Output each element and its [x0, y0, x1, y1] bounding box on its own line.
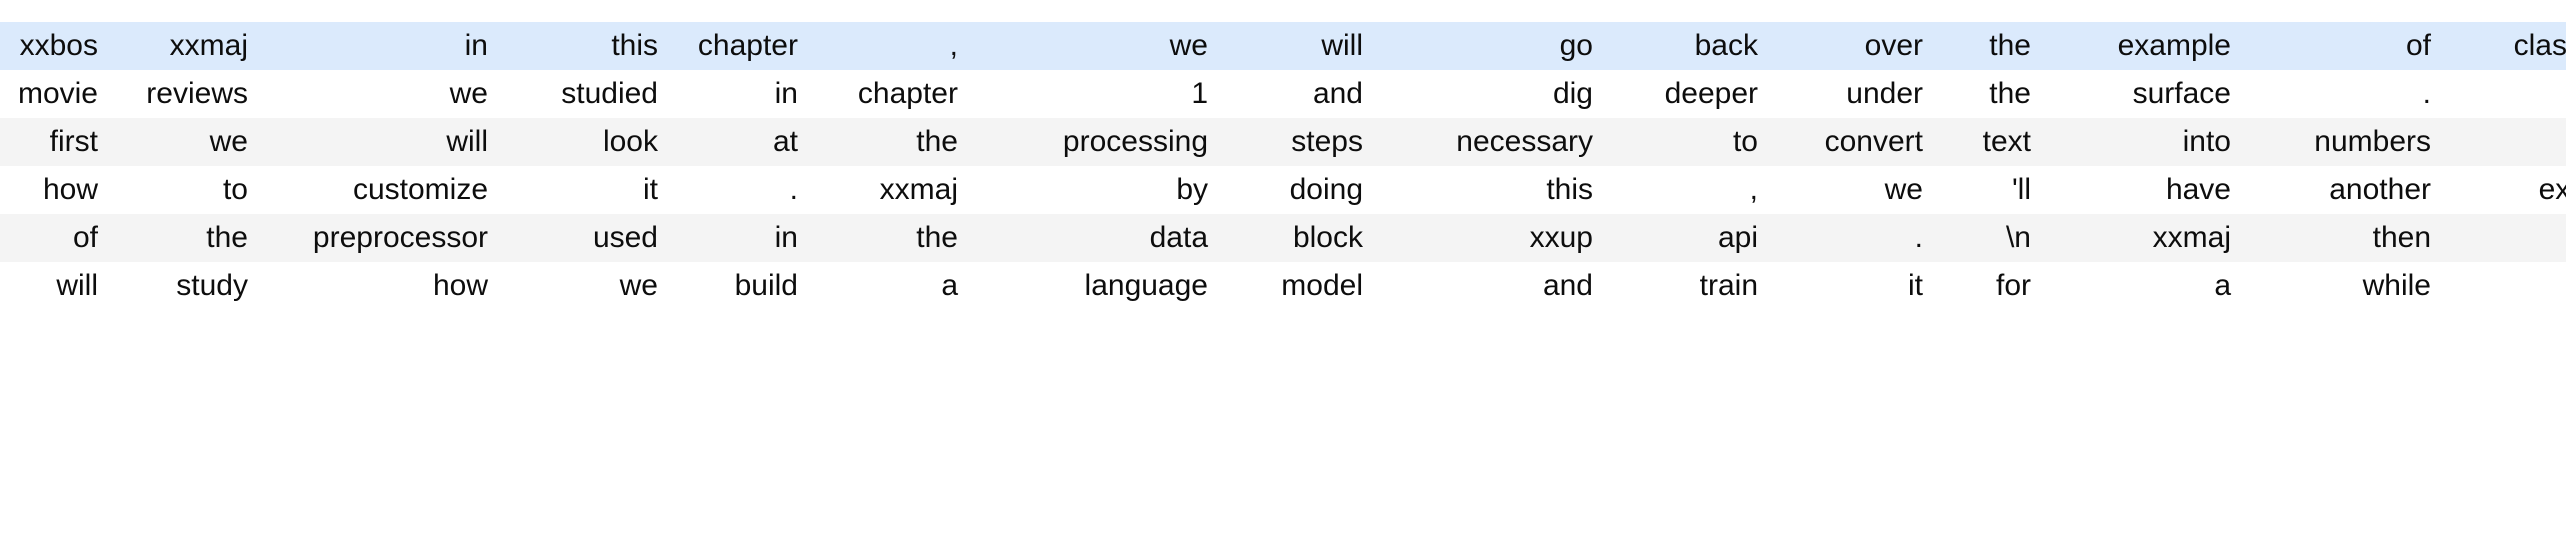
token-cell: the [1937, 22, 2045, 70]
token-cell: in [262, 22, 502, 70]
token-cell: , [1607, 166, 1772, 214]
token-cell: studied [502, 70, 672, 118]
token-cell: for [1937, 262, 2045, 310]
token-cell: in [672, 70, 812, 118]
token-cell: we [262, 70, 502, 118]
token-cell: build [672, 262, 812, 310]
token-cell: . [2445, 262, 2566, 310]
token-cell: into [2045, 118, 2245, 166]
token-cell: deeper [1607, 70, 1772, 118]
token-cell: over [1772, 22, 1937, 70]
token-cell: the [1937, 70, 2045, 118]
token-cell: surface [2045, 70, 2245, 118]
token-cell: in [672, 214, 812, 262]
token-cell: convert [1772, 118, 1937, 166]
token-cell: xxup [1377, 214, 1607, 262]
token-cell: text [1937, 118, 2045, 166]
token-cell: used [502, 214, 672, 262]
token-cell: go [1377, 22, 1607, 70]
token-cell: . [1772, 214, 1937, 262]
token-cell: we [972, 22, 1222, 70]
token-cell: reviews [112, 70, 262, 118]
token-cell: xxmaj [112, 22, 262, 70]
token-cell: another [2245, 166, 2445, 214]
token-cell: a [2045, 262, 2245, 310]
token-cell: , [812, 22, 972, 70]
token-cell: then [2245, 214, 2445, 262]
token-cell: \n [1937, 214, 2045, 262]
token-cell: while [2245, 262, 2445, 310]
token-cell: how [0, 166, 112, 214]
token-cell: look [502, 118, 672, 166]
token-cell: chapter [672, 22, 812, 70]
token-cell: it [1772, 262, 1937, 310]
token-cell: dig [1377, 70, 1607, 118]
token-cell: api [1607, 214, 1772, 262]
token-cell: necessary [1377, 118, 1607, 166]
token-cell: of [0, 214, 112, 262]
token-cell: chapter [812, 70, 972, 118]
token-cell: xxmaj [812, 166, 972, 214]
token-cell: data [972, 214, 1222, 262]
token-cell: example [2045, 22, 2245, 70]
token-cell: we [1772, 166, 1937, 214]
token-cell: xxmaj [2045, 214, 2245, 262]
token-cell: customize [262, 166, 502, 214]
token-cell: 'll [1937, 166, 2045, 214]
token-cell: the [812, 214, 972, 262]
token-cell: first [0, 118, 112, 166]
token-cell: the [112, 214, 262, 262]
token-cell: preprocessor [262, 214, 502, 262]
token-cell: the [812, 118, 972, 166]
token-cell: train [1607, 262, 1772, 310]
token-cell: at [672, 118, 812, 166]
token-cell: under [1772, 70, 1937, 118]
token-cell: will [262, 118, 502, 166]
token-cell: doing [1222, 166, 1377, 214]
token-cell: and [2445, 118, 2566, 166]
token-cell: language [972, 262, 1222, 310]
token-cell: of [2245, 22, 2445, 70]
token-cell: will [0, 262, 112, 310]
token-cell: we [112, 118, 262, 166]
token-cell: how [262, 262, 502, 310]
token-cell: we [502, 262, 672, 310]
token-cell: steps [1222, 118, 1377, 166]
token-cell: block [1222, 214, 1377, 262]
token-cell: this [1377, 166, 1607, 214]
token-cell: will [1222, 22, 1377, 70]
token-cell: 1 [972, 70, 1222, 118]
token-cell: . [672, 166, 812, 214]
token-cell: movie [0, 70, 112, 118]
token-cell: . [2245, 70, 2445, 118]
token-cell: processing [972, 118, 1222, 166]
token-cell: it [502, 166, 672, 214]
token-cell: have [2045, 166, 2245, 214]
token-cell: back [1607, 22, 1772, 70]
token-cell: this [502, 22, 672, 70]
token-cell: by [972, 166, 1222, 214]
token-cell: classifying [2445, 22, 2566, 70]
token-cell: and [1222, 70, 1377, 118]
token-cell: to [112, 166, 262, 214]
token-cell: a [812, 262, 972, 310]
token-cell: numbers [2245, 118, 2445, 166]
token-cell: and [1377, 262, 1607, 310]
token-cell: xxmaj [2445, 70, 2566, 118]
token-cell: model [1222, 262, 1377, 310]
token-cell: example [2445, 166, 2566, 214]
token-cell: study [112, 262, 262, 310]
token-cell: to [1607, 118, 1772, 166]
token-cell: xxbos [0, 22, 112, 70]
token-cell: we [2445, 214, 2566, 262]
